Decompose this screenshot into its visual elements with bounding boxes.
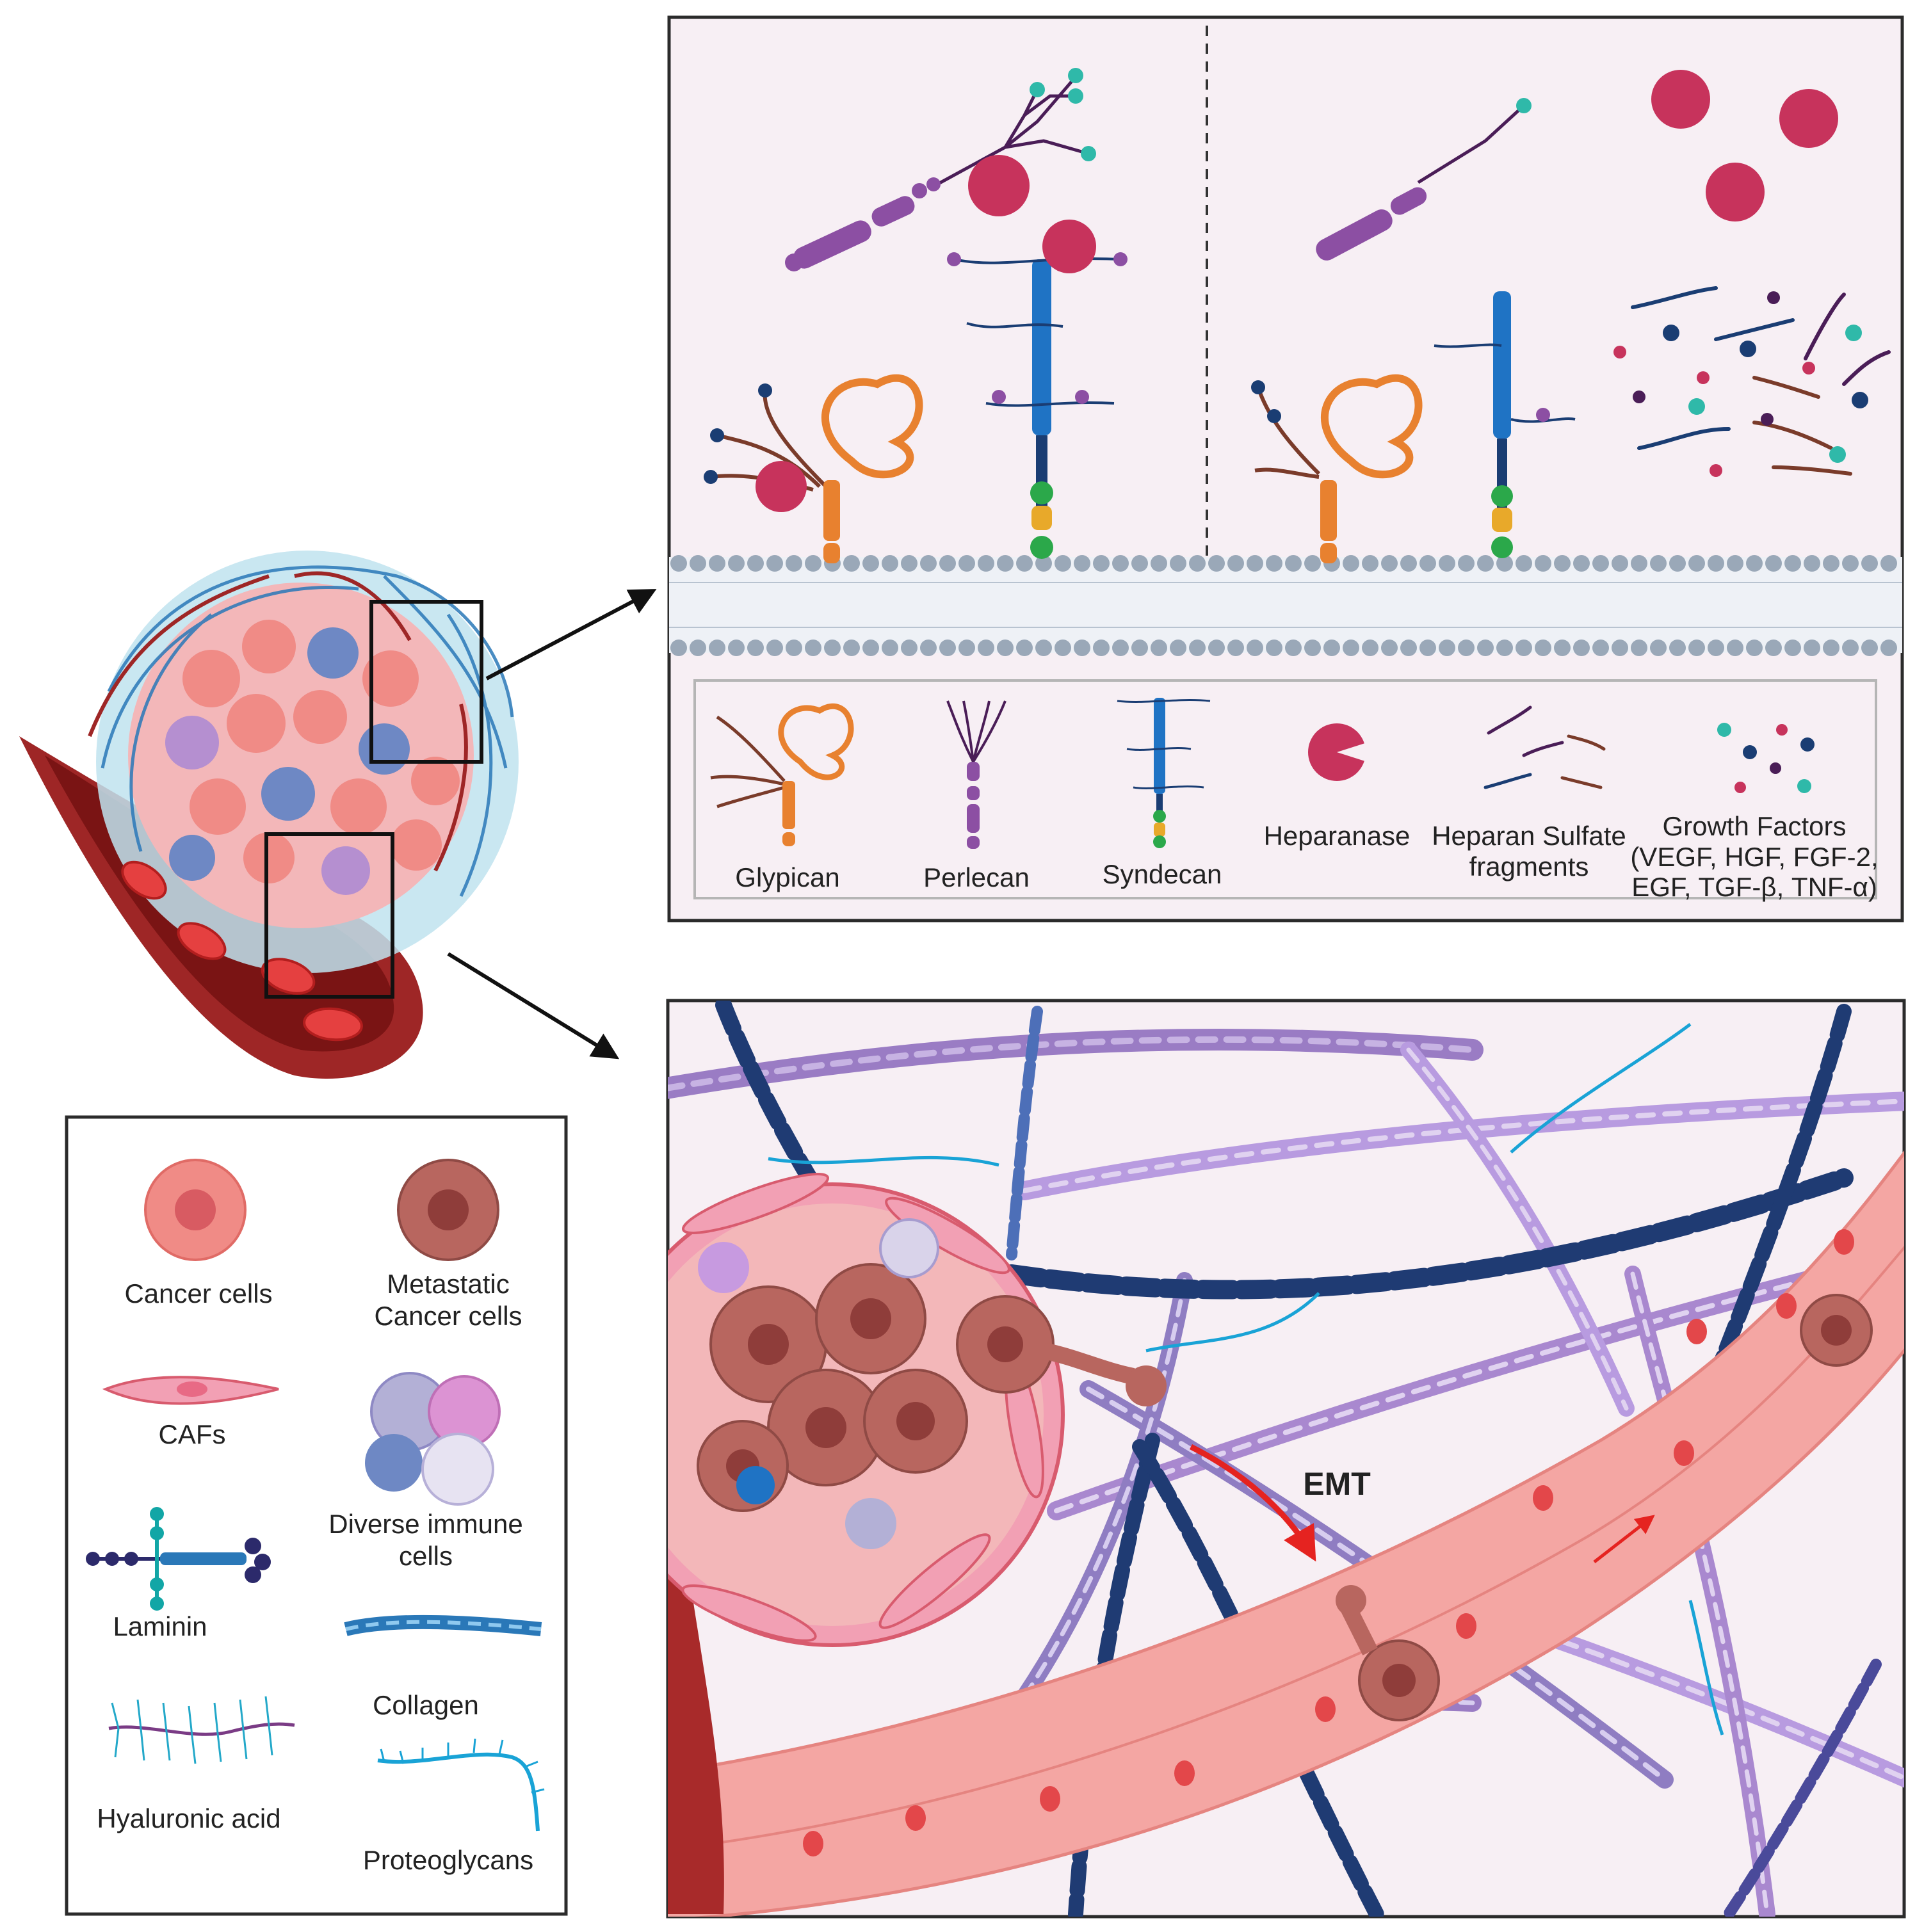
zoom-box-upper <box>369 600 483 764</box>
legend-label-hyaluronic-acid: Hyaluronic acid <box>97 1803 280 1833</box>
cell-membrane <box>669 555 1902 656</box>
collagen-legend-icon <box>344 1614 542 1636</box>
legend-label-cancer-cells: Cancer cells <box>124 1278 272 1308</box>
growth-factors-legend-icon <box>1717 723 1815 793</box>
legend-label-gf-line2: (VEGF, HGF, FGF-2, <box>1630 842 1878 872</box>
overview-ecm-fibers <box>101 565 514 898</box>
tumor-nuclei <box>726 1298 1023 1483</box>
legend-label-perlecan: Perlecan <box>923 862 1030 892</box>
legend-label-collagen: Collagen <box>373 1690 479 1720</box>
cancer-cell-legend-icon <box>144 1159 247 1261</box>
circulating-metastatic-cell <box>1800 1294 1873 1367</box>
emt-arrow <box>1189 1444 1316 1562</box>
primary-tumor <box>668 1173 1167 1914</box>
legend-label-cafs: CAFs <box>159 1419 226 1449</box>
endothelial-nuclei <box>803 1229 1854 1856</box>
legend-label-heparanase: Heparanase <box>1264 821 1411 851</box>
tumor-immune-cells <box>698 1218 939 1549</box>
legend-label-gf-line1: Growth Factors <box>1662 811 1846 841</box>
legend-label-proteoglycans: Proteoglycans <box>363 1845 533 1875</box>
molecule-legend-frame <box>693 679 1877 899</box>
legend-label-immune-line1: Diverse immune <box>328 1509 522 1539</box>
zoom-box-lower <box>264 832 394 999</box>
legend-label-immune-line2: cells <box>399 1541 453 1571</box>
legend-label-hs-line1: Heparan Sulfate <box>1432 821 1626 851</box>
caf-legend-icon <box>102 1376 279 1405</box>
glypican-degraded <box>1251 374 1423 563</box>
tumor-caf-cells <box>681 1173 1044 1642</box>
legend-label-laminin: Laminin <box>113 1611 207 1641</box>
tumor-overview <box>19 551 657 1079</box>
overview-red-blood-cells <box>121 860 363 1042</box>
perlecan-intact <box>785 68 1096 271</box>
released-fragments <box>1613 286 1891 477</box>
heparanase-legend-icon <box>1308 723 1367 781</box>
laminin-legend-icon <box>86 1507 271 1611</box>
legend-label-hs-line2: fragments <box>1469 851 1589 881</box>
overview-vessels-red <box>88 571 468 872</box>
cell-legend-frame <box>65 1115 568 1916</box>
legend-label-syndecan: Syndecan <box>1103 859 1222 889</box>
flow-arrow <box>1593 1515 1655 1563</box>
perlecan-legend-icon <box>946 700 1006 849</box>
glypican-intact <box>704 374 923 563</box>
metastatic-cell-legend-icon <box>397 1159 499 1261</box>
cell-legend: Cancer cells Metastatic Cancer cells CAF… <box>65 1115 568 1916</box>
syndecan-degraded <box>1434 291 1576 558</box>
proteoglycan-legend-icon <box>377 1738 545 1831</box>
invading-protrusion <box>1042 1342 1135 1385</box>
proteoglycan-panel: Glypican Perlecan <box>667 15 1904 922</box>
emt-label: EMT <box>1303 1466 1371 1502</box>
hyaluronic-acid-legend-icon <box>108 1696 295 1764</box>
syndecan-legend-icon <box>1117 698 1211 848</box>
perlecan-degraded <box>1316 98 1532 261</box>
zoom-arrow-lower <box>447 952 620 1059</box>
heparanase-free <box>1651 70 1838 221</box>
metastasis-panel: EMT <box>666 999 1906 1919</box>
syndecan-intact <box>947 220 1128 559</box>
glypican-legend-icon <box>710 703 854 846</box>
heparan-sulfate-legend-icon <box>1483 705 1606 789</box>
immune-cell-legend-icon <box>365 1372 501 1506</box>
legend-label-gf-line3: EGF, TGF-β, TNF-α) <box>1631 872 1877 902</box>
legend-label-metastatic-line1: Metastatic <box>387 1269 509 1299</box>
legend-label-glypican: Glypican <box>735 862 839 892</box>
molecule-legend: Glypican Perlecan <box>693 679 1879 902</box>
legend-label-metastatic-line2: Cancer cells <box>374 1301 522 1331</box>
intravasating-cell <box>1336 1585 1440 1721</box>
zoom-arrow-upper <box>485 589 657 680</box>
